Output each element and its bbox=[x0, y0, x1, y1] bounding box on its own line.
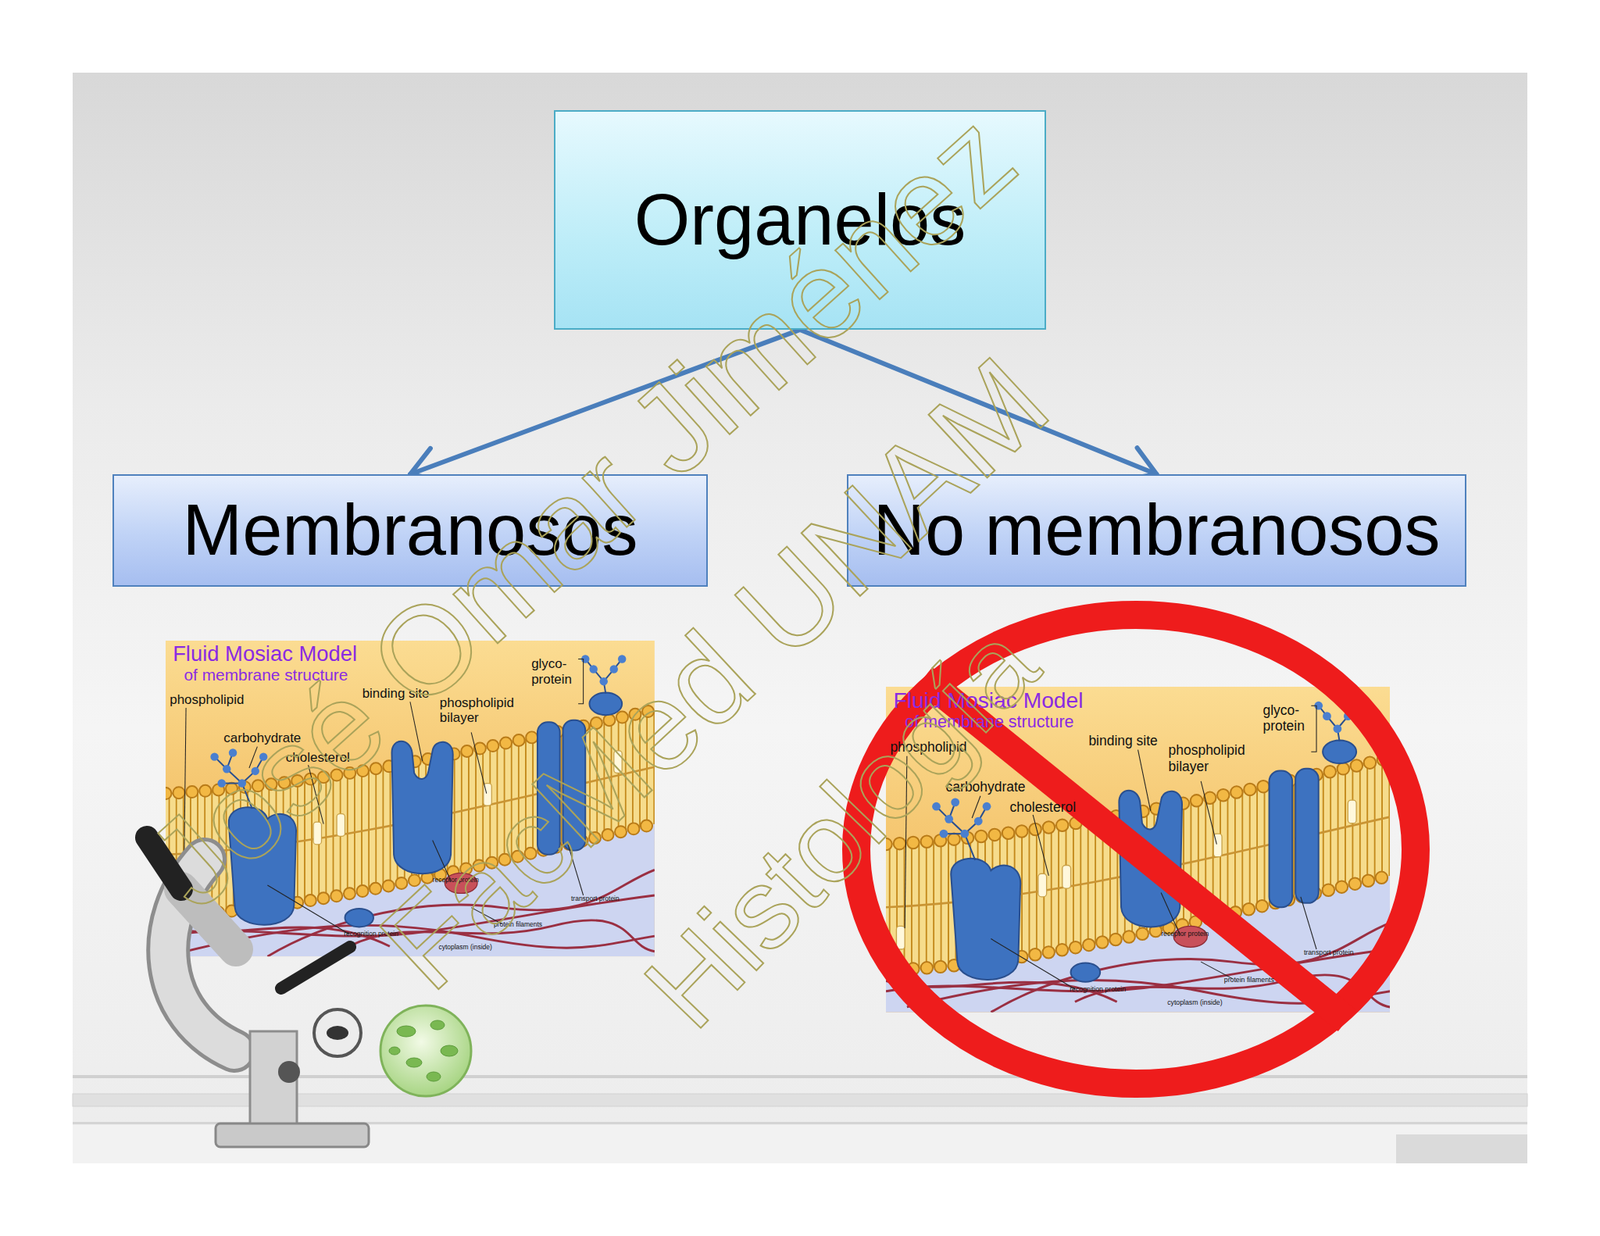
connector-line bbox=[410, 329, 800, 475]
illustration-label: carbohydrate bbox=[946, 780, 1026, 797]
box-text-group: Organelos bbox=[634, 180, 966, 260]
illustration-label: cholesterol bbox=[1010, 800, 1077, 816]
illustration-labels: Fluid Mosiac Modelof membrane structure p… bbox=[165, 640, 655, 957]
connector-line bbox=[800, 329, 1158, 475]
illustration-label: of membrane structure bbox=[183, 666, 348, 685]
illustration-label: binding site bbox=[1088, 733, 1158, 750]
illustration-label: recognition protein bbox=[1069, 985, 1126, 993]
box-text-group: No membranosos bbox=[872, 490, 1440, 570]
illustration-label: phospholipid bilayer bbox=[1168, 743, 1258, 775]
prohibition-sign bbox=[856, 614, 1416, 1084]
illustration-label: glyco- protein bbox=[531, 657, 583, 687]
illustration-label: binding site bbox=[362, 686, 430, 702]
illustration-label: glyco- protein bbox=[1262, 703, 1315, 735]
box-label: No membranosos bbox=[872, 490, 1440, 570]
category-box: No membranosos bbox=[846, 474, 1467, 587]
illustration-label: cholesterol bbox=[285, 750, 350, 766]
illustration-label: carbohydrate bbox=[223, 731, 301, 747]
illustration-label: transport protein bbox=[571, 894, 620, 902]
illustration-label: Fluid Mosiac Model bbox=[172, 641, 358, 666]
arrow-connector bbox=[800, 329, 1158, 480]
illustration-label: receptor protein bbox=[1160, 928, 1209, 937]
cell-icon bbox=[380, 1005, 472, 1097]
illustration-label: protein filaments bbox=[1224, 975, 1275, 984]
illustration-label: phospholipid bilayer bbox=[439, 695, 526, 725]
microscope-icon bbox=[146, 837, 369, 1147]
illustration-label: phospholipid bbox=[889, 740, 967, 757]
arrow-connector bbox=[410, 329, 800, 481]
illustration-label: cytoplasm (inside) bbox=[1167, 998, 1222, 1007]
category-box: Organelos bbox=[553, 110, 1047, 330]
illustration-label: of membrane structure bbox=[904, 713, 1074, 733]
illustration-label: cytoplasm (inside) bbox=[438, 942, 492, 950]
floor-stripes bbox=[72, 1075, 1528, 1164]
box-text-group: Membranosos bbox=[182, 490, 639, 570]
illustration-label: recognition protein bbox=[343, 929, 399, 937]
illustration-label: Fluid Mosiac Model bbox=[892, 687, 1083, 713]
illustration-label: receptor protein bbox=[432, 875, 479, 883]
slide-panel bbox=[72, 72, 1528, 1164]
box-label: Membranosos bbox=[182, 490, 639, 570]
illustration-label: phospholipid bbox=[169, 692, 244, 708]
box-label: Organelos bbox=[634, 180, 966, 260]
illustration-labels: Fluid Mosiac Modelof membrane structure p… bbox=[885, 686, 1390, 1013]
illustration-label: protein filaments bbox=[493, 921, 543, 929]
illustration-label: transport protein bbox=[1303, 948, 1354, 957]
category-box: Membranosos bbox=[112, 474, 708, 587]
